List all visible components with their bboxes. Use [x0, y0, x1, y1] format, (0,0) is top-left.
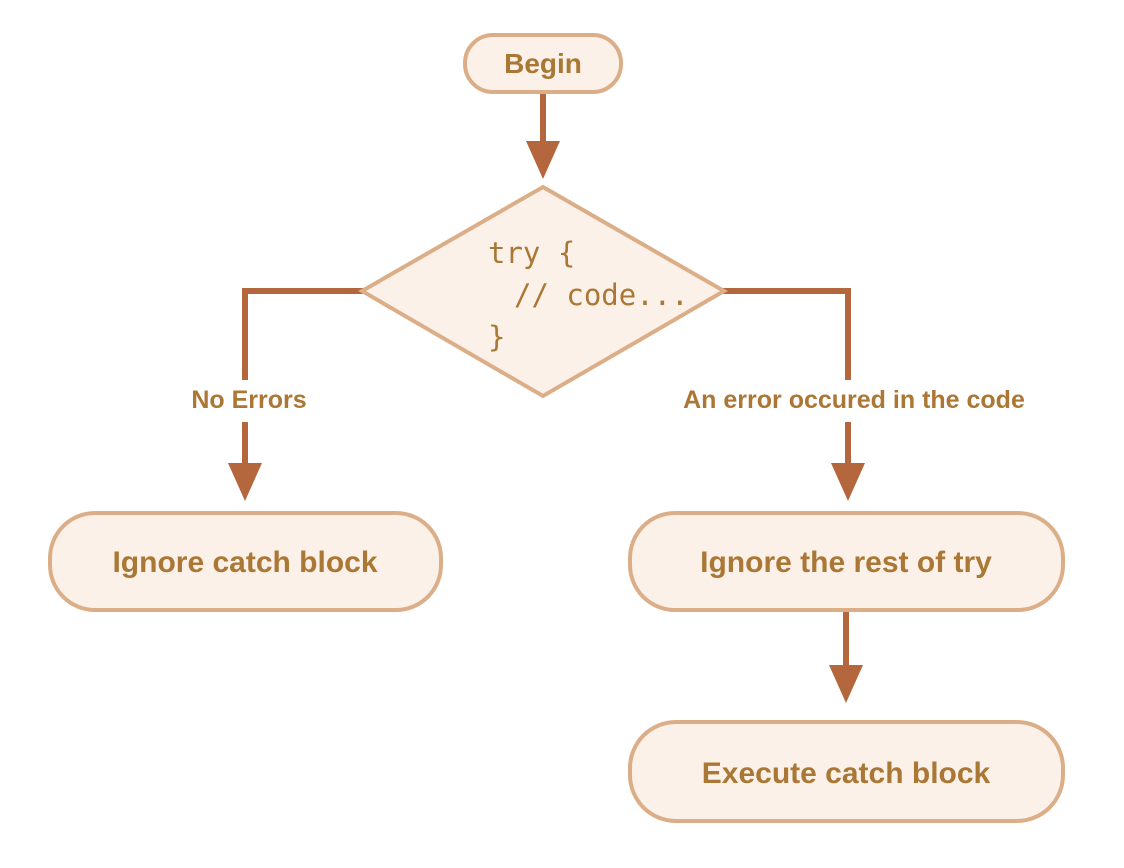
decision-code-line-1: try { — [488, 236, 575, 270]
execute-catch-block-label: Execute catch block — [702, 757, 991, 790]
ignore-rest-of-try-shape — [628, 511, 1065, 612]
begin-node-shape — [463, 33, 623, 94]
arrowhead-no-errors — [228, 463, 262, 501]
arrow-begin-to-decision — [526, 90, 560, 179]
begin-node-label: Begin — [504, 48, 582, 79]
arrow-ignore-rest-to-execute — [829, 612, 863, 703]
decision-code-line-3: } — [488, 320, 505, 354]
arrowhead-ignore-rest-to-execute — [829, 665, 863, 703]
execute-catch-block-node: Execute catch block — [628, 720, 1065, 823]
decision-node: try { // code... } — [357, 184, 729, 399]
ignore-rest-of-try-node: Ignore the rest of try — [628, 511, 1065, 612]
decision-code-line-2: // code... — [514, 278, 689, 312]
begin-node: Begin — [463, 33, 623, 94]
ignore-catch-block-node: Ignore catch block — [48, 511, 443, 612]
edge-error — [720, 288, 865, 501]
ignore-catch-block-shape — [48, 511, 443, 612]
decision-node-shape — [357, 184, 729, 399]
edge-error-path-top — [720, 288, 851, 380]
ignore-rest-of-try-label: Ignore the rest of try — [700, 546, 992, 579]
arrowhead-error — [831, 463, 865, 501]
arrowhead-begin-to-decision — [526, 141, 560, 179]
edge-no-errors-path-top — [242, 288, 366, 380]
execute-catch-block-shape — [628, 720, 1065, 823]
edge-no-errors — [228, 288, 366, 501]
ignore-catch-block-label: Ignore catch block — [112, 546, 377, 579]
error-occurred-label: An error occured in the code — [683, 386, 1025, 414]
no-errors-label: No Errors — [191, 386, 306, 414]
